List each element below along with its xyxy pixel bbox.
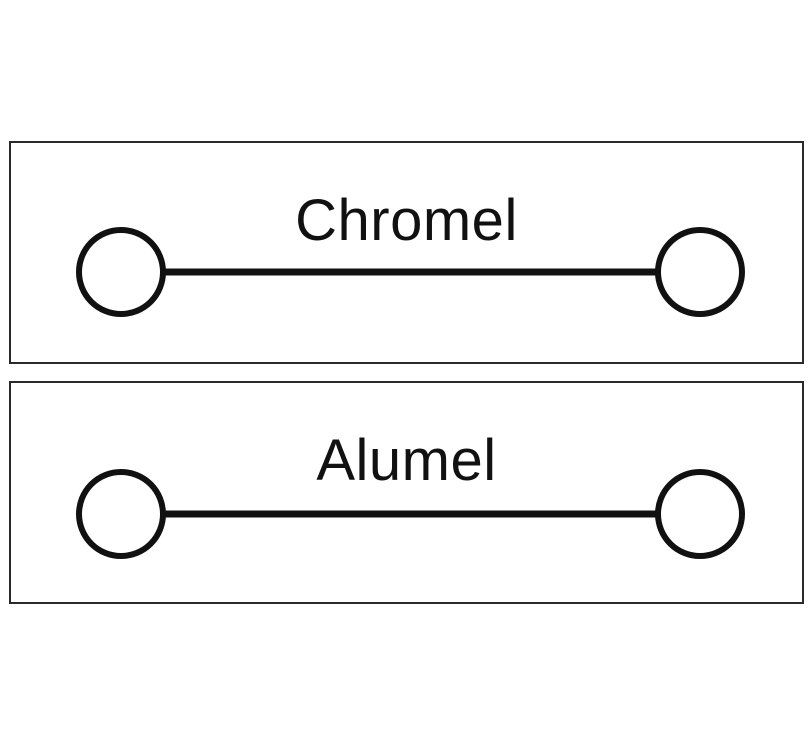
alumel-left-terminal [76, 469, 166, 559]
chromel-label: Chromel [295, 188, 518, 253]
chromel-wire-diagram [76, 227, 745, 317]
alumel-wire-diagram [76, 469, 745, 559]
alumel-label: Alumel [316, 428, 497, 493]
chromel-left-terminal [76, 227, 166, 317]
alumel-wire-panel: Alumel [9, 381, 804, 604]
chromel-wire-panel: Chromel [9, 141, 804, 364]
alumel-right-terminal [655, 469, 745, 559]
chromel-right-terminal [655, 227, 745, 317]
